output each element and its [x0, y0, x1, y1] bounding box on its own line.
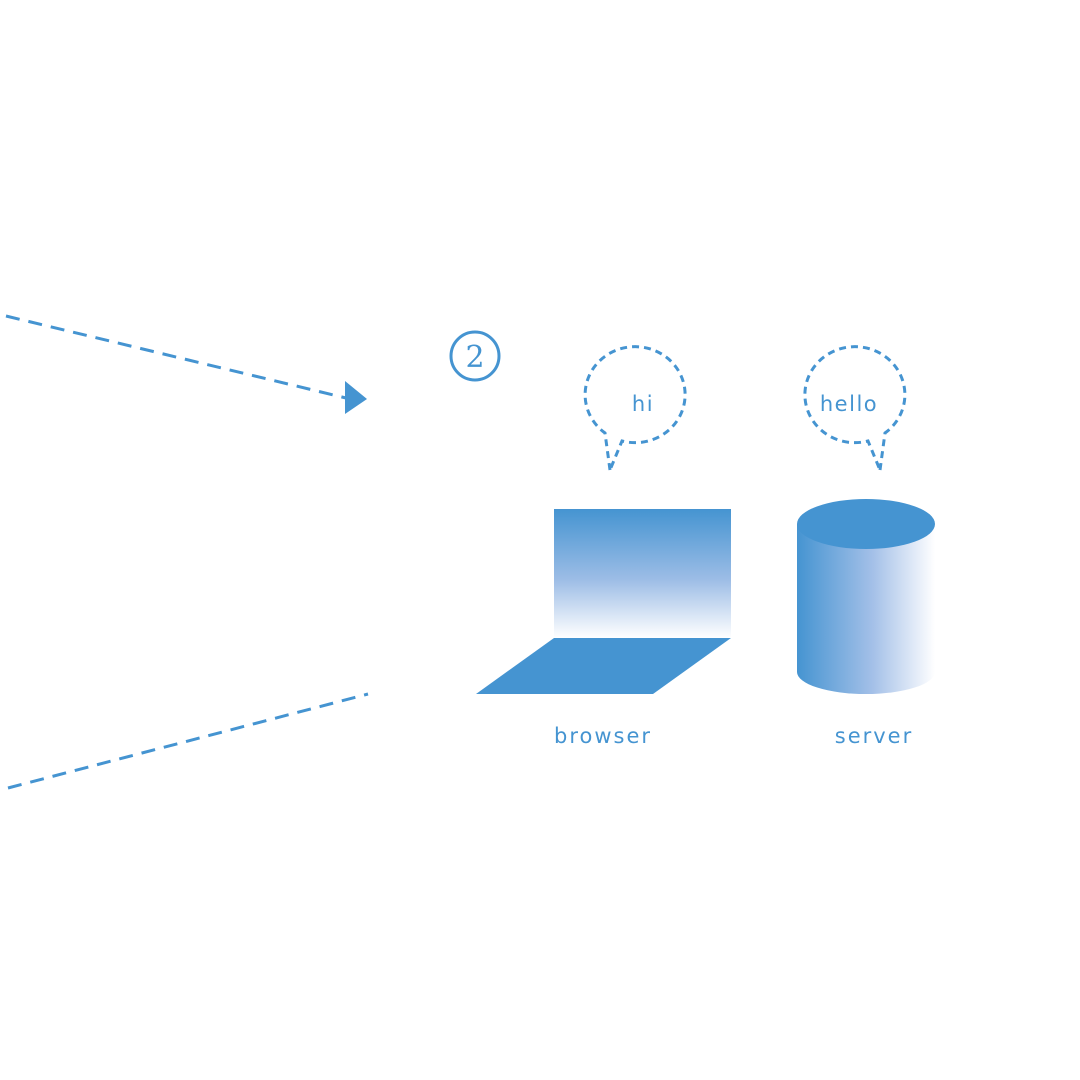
browser-bubble-outline [583, 345, 687, 471]
server-bubble-text: hello [820, 392, 878, 416]
cylinder-top [797, 499, 935, 549]
server-label: server [835, 724, 913, 748]
arrowhead-icon [345, 381, 367, 414]
laptop-icon [476, 509, 731, 694]
browser-label: browser [554, 724, 652, 748]
server-speech-bubble: hello [803, 345, 907, 471]
laptop-keyboard [476, 638, 731, 694]
step-badge: 2 [449, 330, 501, 382]
cylinder-body [797, 524, 935, 694]
laptop-screen [554, 509, 731, 638]
outgoing-dashed-line [7, 692, 369, 790]
incoming-arrow [5, 314, 367, 414]
step-badge-circle [449, 330, 501, 382]
database-cylinder-icon [797, 499, 935, 694]
server-bubble-outline [803, 345, 907, 471]
incoming-arrow-line [5, 314, 347, 400]
step-number: 2 [465, 340, 484, 375]
browser-bubble-text: hi [632, 392, 654, 416]
browser-speech-bubble: hi [583, 345, 687, 471]
